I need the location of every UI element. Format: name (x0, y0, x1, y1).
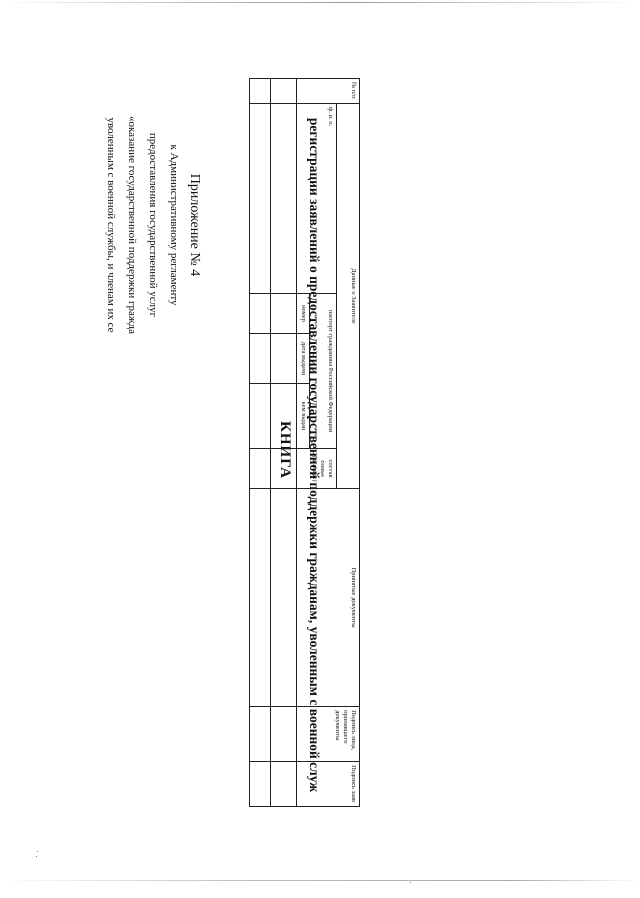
col-issue-date-header: дата выдачи (296, 333, 310, 384)
table-cell (249, 383, 271, 449)
table-cell (249, 293, 271, 334)
col-family-header: состав семьи (человек) (296, 448, 337, 489)
table-cell (249, 761, 271, 807)
table-cell (270, 488, 297, 707)
table-cell (249, 448, 271, 489)
table-row (270, 78, 297, 807)
table-cell (249, 333, 271, 384)
scan-speck (36, 856, 37, 857)
table-cell (249, 488, 271, 707)
appendix-header: Приложение № 4 к Административному регла… (100, 75, 205, 375)
col-signature-header: Подпись заяв (296, 761, 360, 807)
appendix-line-4: уволенным с военной службы, и членам их … (105, 117, 117, 333)
table-cell (270, 78, 297, 104)
table-cell (270, 333, 297, 384)
scan-speck (37, 851, 38, 852)
table-cell (249, 78, 271, 104)
col-passport-number-header: номер (296, 293, 310, 334)
col-number-header: № п/п (296, 78, 360, 104)
appendix-number: Приложение № 4 (187, 173, 202, 277)
table-cell (249, 706, 271, 762)
col-passport-header: паспорт гражданина Российской Федерации (309, 293, 337, 449)
table-cell (270, 103, 297, 294)
table-cell (270, 448, 297, 489)
col-signature-received-header: Подпись лица, принявшего документы (296, 706, 360, 762)
col-issued-by-header: кем выдан (296, 383, 310, 449)
col-documents-header: Принятые документы (296, 488, 360, 707)
table-cell (270, 761, 297, 807)
col-fio-header: ф. и. о. (296, 103, 337, 294)
scan-speck (410, 882, 411, 883)
table-row (249, 78, 271, 807)
table-cell (270, 706, 297, 762)
scan-edge-top (0, 2, 640, 3)
registration-table: № п/п Данные о Заявителе Принятые докуме… (249, 78, 360, 807)
table-cell (249, 103, 271, 294)
table-cell (270, 293, 297, 334)
col-applicant-header: Данные о Заявителе (336, 103, 360, 489)
appendix-line-3: «оказание государственной поддержки граж… (126, 115, 138, 335)
appendix-line-1: к Административному регламенту (168, 144, 180, 306)
table-cell (270, 383, 297, 449)
scan-edge-bottom (0, 880, 640, 881)
appendix-line-2: предоставления государственной услуг (147, 132, 159, 318)
